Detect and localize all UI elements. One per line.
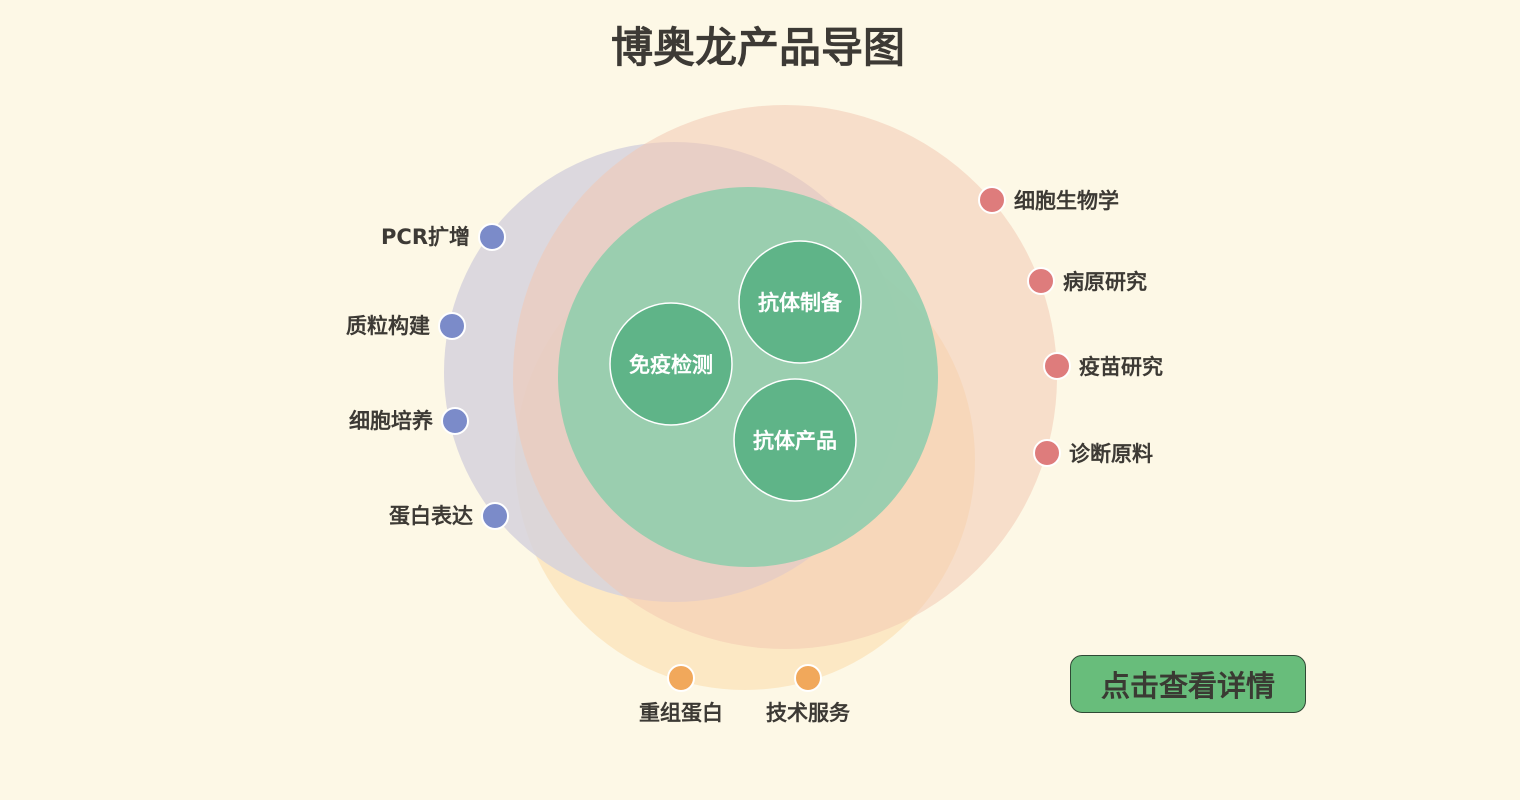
- core-node-label: 免疫检测: [629, 353, 713, 377]
- left-node-label: 蛋白表达: [389, 504, 473, 528]
- bottom-node-label: 重组蛋白: [639, 701, 723, 725]
- right-node-pathogen[interactable]: 病原研究: [1027, 267, 1147, 295]
- core-node-antibody-prep[interactable]: 抗体制备: [738, 240, 862, 364]
- left-node-protein-expression[interactable]: 蛋白表达: [389, 502, 509, 530]
- bottom-node-label: 技术服务: [766, 701, 851, 725]
- view-details-button[interactable]: 点击查看详情: [1070, 655, 1306, 713]
- bottom-node-recombinant-protein[interactable]: 重组蛋白: [639, 664, 723, 725]
- core-node-immunoassay[interactable]: 免疫检测: [609, 302, 733, 426]
- bottom-node-tech-service[interactable]: 技术服务: [766, 664, 851, 725]
- right-node-vaccine[interactable]: 疫苗研究: [1043, 352, 1163, 380]
- right-node-label: 细胞生物学: [1014, 189, 1119, 213]
- right-node-label: 诊断原料: [1069, 442, 1153, 466]
- right-node-cell-biology[interactable]: 细胞生物学: [978, 186, 1119, 214]
- core-node-label: 抗体制备: [758, 291, 843, 315]
- right-node-label: 疫苗研究: [1079, 355, 1163, 379]
- core-node-antibody-products[interactable]: 抗体产品: [733, 378, 857, 502]
- right-node-label: 病原研究: [1063, 270, 1147, 294]
- core-node-label: 抗体产品: [753, 429, 837, 453]
- page-title: 博奥龙产品导图: [611, 23, 905, 72]
- left-node-label: 细胞培养: [349, 409, 433, 433]
- left-node-pcr[interactable]: PCR扩增: [381, 223, 506, 251]
- left-node-label: 质粒构建: [346, 314, 430, 338]
- left-node-plasmid[interactable]: 质粒构建: [346, 312, 466, 340]
- left-node-cell-culture[interactable]: 细胞培养: [349, 407, 469, 435]
- left-node-label: PCR扩增: [381, 225, 470, 249]
- right-node-diagnostic[interactable]: 诊断原料: [1033, 439, 1153, 467]
